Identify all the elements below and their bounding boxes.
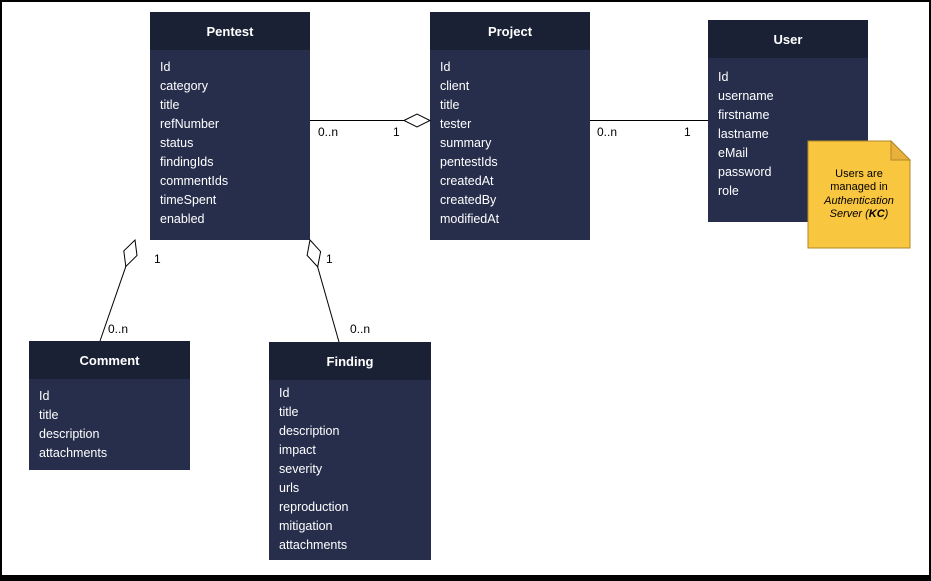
entity-project: Project Id client title tester summary p… bbox=[430, 12, 590, 240]
entity-field: refNumber bbox=[160, 117, 220, 131]
entity-field: title bbox=[279, 405, 299, 419]
entity-field: summary bbox=[440, 136, 492, 150]
entity-field: lastname bbox=[718, 127, 769, 141]
multiplicity-pentest-finding-source: 1 bbox=[326, 252, 333, 266]
entity-field: createdBy bbox=[440, 193, 497, 207]
entity-user-fields: Id username firstname lastname eMail pas… bbox=[708, 58, 868, 201]
entity-field: title bbox=[440, 98, 460, 112]
note-line: Authentication bbox=[824, 194, 894, 207]
entity-finding-title: Finding bbox=[269, 342, 431, 380]
entity-field: createdAt bbox=[440, 174, 494, 188]
entity-field: title bbox=[160, 98, 180, 112]
edge-pentest-finding bbox=[309, 239, 340, 343]
entity-field: client bbox=[440, 79, 470, 93]
entity-field: username bbox=[718, 89, 774, 103]
aggregation-diamond-finding bbox=[306, 238, 322, 268]
entity-field: Id bbox=[440, 60, 451, 74]
entity-field: timeSpent bbox=[160, 193, 217, 207]
note-users-managed: Users are managed in Authentication Serv… bbox=[808, 141, 910, 248]
entity-project-fields: Id client title tester summary pentestId… bbox=[430, 50, 590, 229]
entity-project-title: Project bbox=[430, 12, 590, 50]
multiplicity-pentest-project-target: 1 bbox=[393, 125, 400, 139]
entity-field: Id bbox=[160, 60, 171, 74]
note-line: Users are bbox=[835, 167, 883, 180]
entity-field: mitigation bbox=[279, 519, 333, 533]
note-line: Server (KC) bbox=[829, 208, 889, 220]
entity-field: modifiedAt bbox=[440, 212, 500, 226]
entity-field: Id bbox=[279, 386, 290, 400]
entity-field: status bbox=[160, 136, 194, 150]
entity-field: enabled bbox=[160, 212, 205, 226]
entity-finding: Finding Id title description impact seve… bbox=[269, 342, 431, 560]
entity-user: User Id username firstname lastname eMai… bbox=[708, 20, 868, 222]
entity-field: impact bbox=[279, 443, 316, 457]
aggregation-diamond-project bbox=[402, 113, 432, 128]
entity-field: firstname bbox=[718, 108, 770, 122]
entity-field: description bbox=[39, 427, 100, 441]
entity-field: eMail bbox=[718, 146, 748, 160]
multiplicity-pentest-project-source: 0..n bbox=[318, 125, 339, 139]
multiplicity-project-user-target: 1 bbox=[684, 125, 691, 139]
entity-field: commentIds bbox=[160, 174, 229, 188]
multiplicity-pentest-comment-target: 0..n bbox=[108, 322, 129, 336]
entity-field: password bbox=[718, 165, 772, 179]
entity-field: category bbox=[160, 79, 208, 93]
multiplicity-pentest-finding-target: 0..n bbox=[350, 322, 371, 336]
entity-comment: Comment Id title description attachments bbox=[29, 341, 190, 470]
entity-field: description bbox=[279, 424, 340, 438]
entity-user-title: User bbox=[708, 20, 868, 58]
note-line: managed in bbox=[830, 181, 888, 193]
entity-finding-fields: Id title description impact severity url… bbox=[269, 380, 431, 555]
entity-pentest: Pentest Id category title refNumber stat… bbox=[150, 12, 310, 240]
entity-comment-fields: Id title description attachments bbox=[29, 379, 190, 463]
entity-field: Id bbox=[39, 389, 50, 403]
entity-field: attachments bbox=[39, 446, 108, 460]
entity-field: role bbox=[718, 184, 739, 198]
entity-pentest-title: Pentest bbox=[150, 12, 310, 50]
entity-field: severity bbox=[279, 462, 323, 476]
aggregation-diamond-comment bbox=[123, 238, 138, 268]
multiplicity-project-user-source: 0..n bbox=[597, 125, 618, 139]
entity-pentest-fields: Id category title refNumber status findi… bbox=[150, 50, 310, 229]
entity-field: attachments bbox=[279, 538, 348, 552]
entity-field: title bbox=[39, 408, 59, 422]
entity-field: tester bbox=[440, 117, 472, 131]
entity-field: Id bbox=[718, 70, 729, 84]
entity-field: pentestIds bbox=[440, 155, 498, 169]
entity-comment-title: Comment bbox=[29, 341, 190, 379]
entity-field: urls bbox=[279, 481, 300, 495]
entity-field: reproduction bbox=[279, 500, 349, 514]
entity-field: findingIds bbox=[160, 155, 214, 169]
multiplicity-pentest-comment-source: 1 bbox=[154, 252, 161, 266]
